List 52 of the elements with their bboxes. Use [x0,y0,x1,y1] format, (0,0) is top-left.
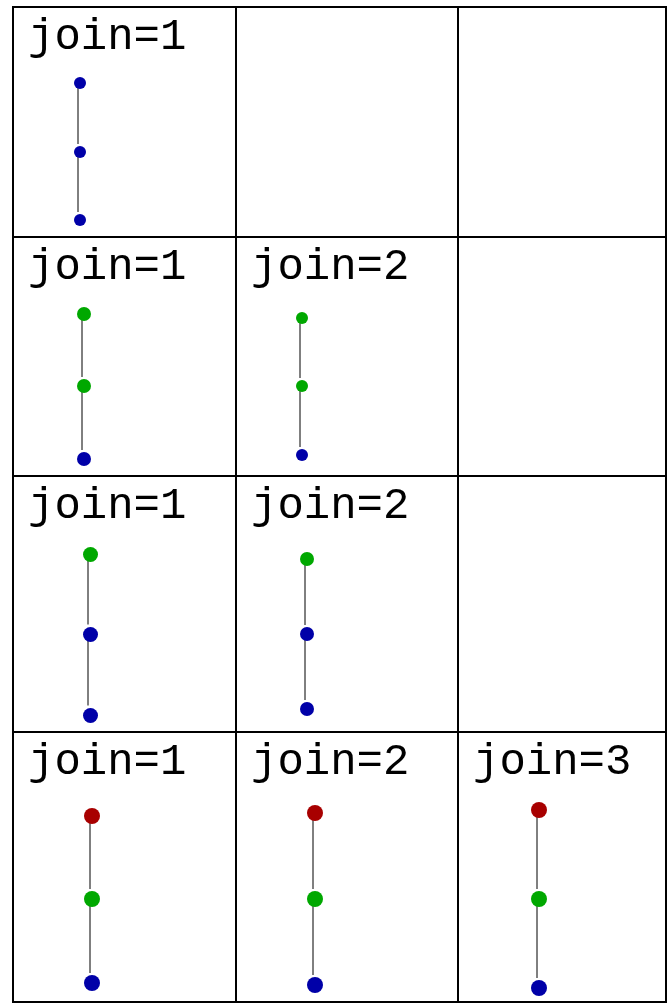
dot-node [82,626,98,642]
dot-node [300,702,314,716]
dot-node [77,379,91,393]
join-label: join=1 [28,481,187,531]
connector-line [304,638,306,701]
join-label: join=2 [251,737,410,787]
connector-line [299,321,301,379]
dot-node [531,980,547,996]
connector-line [81,318,83,378]
dot-node [307,805,323,821]
table-cell [457,731,667,1003]
dot-node [531,891,547,907]
table-cell [12,731,237,1003]
connector-line [77,86,79,145]
table-cell [12,6,237,238]
dot-node [296,312,308,324]
connector-line [87,559,89,625]
connector-line [299,389,301,448]
join-label: join=3 [473,737,632,787]
dot-node [300,552,314,566]
connector-line [87,639,89,706]
dot-node [307,977,323,993]
connector-line [312,818,314,890]
dot-node [74,214,86,226]
dot-node [531,802,547,818]
connector-line [89,904,91,974]
dot-node [74,146,86,158]
connector-line [77,155,79,213]
dot-node [82,546,98,562]
dot-node [82,707,98,723]
connector-line [536,815,538,890]
dot-node [300,627,314,641]
connector-line [536,904,538,979]
join-label: join=1 [28,242,187,292]
dot-node [296,380,308,392]
connector-line [81,390,83,451]
join-label: join=2 [251,242,410,292]
dot-node [307,891,323,907]
join-label: join=1 [28,737,187,787]
dot-node [74,77,86,89]
connector-line [304,563,306,626]
dot-node [84,975,100,991]
join-label: join=1 [28,12,187,62]
dot-node [296,449,308,461]
connector-line [89,821,91,890]
dot-node [77,307,91,321]
empty-cell [457,6,667,238]
connector-line [312,904,314,976]
join-label: join=2 [251,481,410,531]
dot-node [84,808,100,824]
dot-node [77,452,91,466]
dot-node [84,891,100,907]
